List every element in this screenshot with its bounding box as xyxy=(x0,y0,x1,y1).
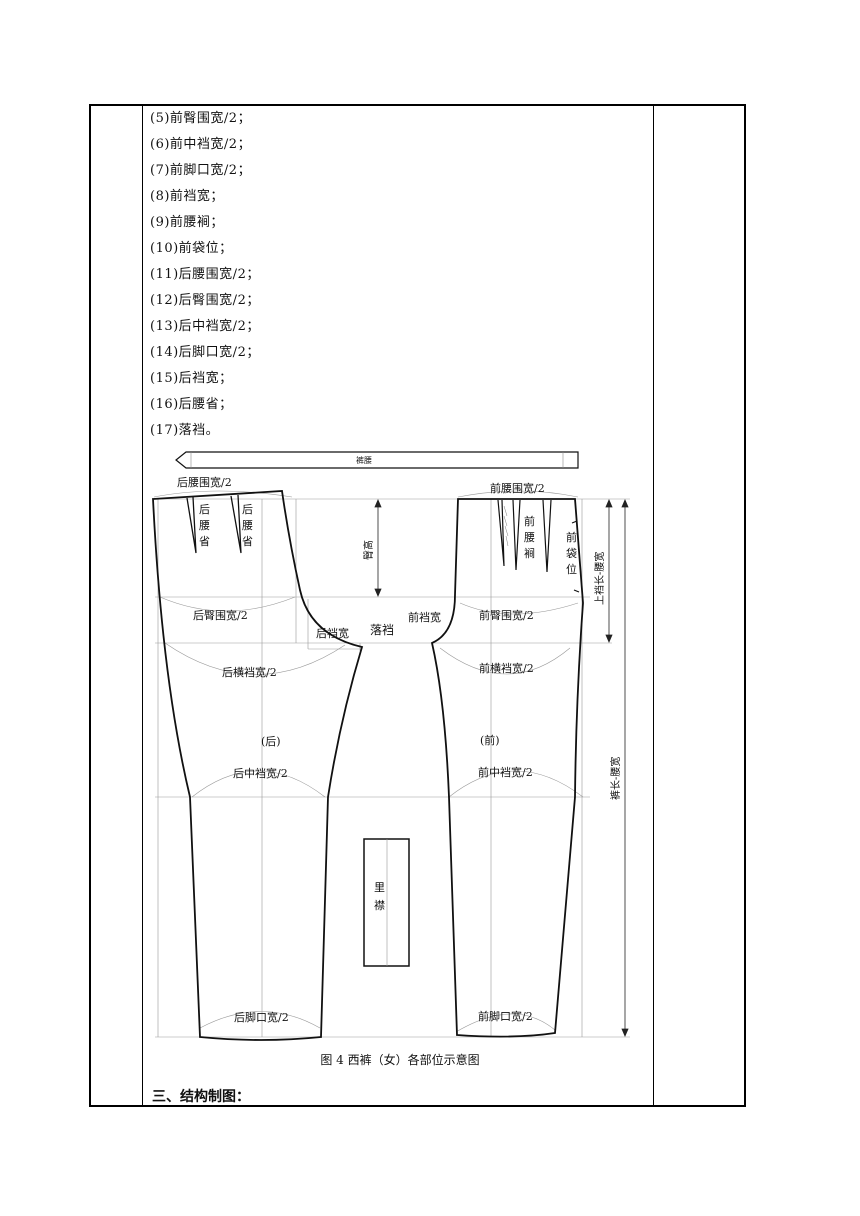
back-waist-label: 后腰围宽/2 xyxy=(177,475,232,489)
front-pocket-label-2: 袋 xyxy=(566,546,577,560)
crotch-drop-label: 落裆 xyxy=(370,623,394,637)
part-list: (5)前臀围宽/2； (6)前中裆宽/2； (7)前脚口宽/2； (8)前裆宽；… xyxy=(150,106,260,444)
list-item: (11)后腰围宽/2； xyxy=(150,267,260,282)
front-pleats xyxy=(497,499,552,573)
dimension-lines xyxy=(374,498,629,1038)
outline-table xyxy=(89,104,746,1107)
back-crotch-label: 后裆宽 xyxy=(316,626,349,640)
back-dart-label-6: 省 xyxy=(242,535,253,548)
fly-piece xyxy=(363,838,410,967)
pleat-hatching xyxy=(503,505,509,547)
back-hip-label: 后臀围宽/2 xyxy=(193,608,248,622)
list-item: (6)前中裆宽/2； xyxy=(150,137,252,152)
front-pocket-label-1: 前 xyxy=(566,530,577,544)
front-piece-outline xyxy=(430,498,584,1038)
front-pleat-label-3: 裥 xyxy=(524,547,535,560)
length-label: 裤长-腰宽 xyxy=(609,757,622,800)
list-item: (8)前裆宽； xyxy=(150,189,224,204)
front-hem-label: 前脚口宽/2 xyxy=(478,1009,533,1023)
diagram-labels: 裤腰 后腰围宽/2 前腰围宽/2 后 腰 省 后 腰 省 前 腰 裥 前 袋 位… xyxy=(177,455,622,1024)
back-dart-label-3: 省 xyxy=(199,535,210,548)
waistband-label: 裤腰 xyxy=(356,455,372,465)
back-darts xyxy=(186,494,242,554)
back-thigh-label: 后横裆宽/2 xyxy=(222,665,277,679)
front-hip-label: 前臀围宽/2 xyxy=(479,608,534,622)
back-piece-label: (后) xyxy=(261,735,281,748)
list-item: (7)前脚口宽/2； xyxy=(150,163,252,178)
rise-label: 上裆长-腰宽 xyxy=(593,552,606,605)
waistband xyxy=(175,451,579,469)
back-dart-label-1: 后 xyxy=(199,503,210,516)
back-piece-outline xyxy=(152,490,364,1041)
front-crotch-label: 前裆宽 xyxy=(408,610,441,624)
list-item: (15)后裆宽； xyxy=(150,371,233,386)
hip-height-label: 臀高 xyxy=(362,540,375,560)
fly-label-2: 襟 xyxy=(374,899,385,912)
front-pleat-label-1: 前 xyxy=(524,514,535,528)
back-hem-label: 后脚口宽/2 xyxy=(234,1010,289,1024)
front-thigh-label: 前横裆宽/2 xyxy=(479,661,534,675)
figure-caption: 图 4 西裤（女）各部位示意图 xyxy=(320,1053,480,1067)
front-piece-label: (前) xyxy=(480,733,500,747)
fly-label-1: 里 xyxy=(374,881,385,894)
list-item: (17)落裆。 xyxy=(150,423,220,438)
table-column-divider-left xyxy=(142,106,143,1105)
list-item: (5)前臀围宽/2； xyxy=(150,111,252,126)
list-item: (12)后臀围宽/2； xyxy=(150,293,260,308)
back-dart-label-5: 腰 xyxy=(242,519,253,532)
trousers-pattern-diagram: 裤腰 后腰围宽/2 前腰围宽/2 后 腰 省 后 腰 省 前 腰 裥 前 袋 位… xyxy=(150,448,640,1044)
front-pocket-label-3: 位 xyxy=(566,562,577,576)
back-knee-label: 后中裆宽/2 xyxy=(233,766,288,780)
back-dart-label-2: 腰 xyxy=(199,519,210,532)
list-item: (9)前腰裥； xyxy=(150,215,224,230)
back-dart-label-4: 后 xyxy=(242,503,253,516)
front-knee-label: 前中裆宽/2 xyxy=(478,765,533,779)
pocket-mark xyxy=(571,520,580,593)
front-waist-label: 前腰围宽/2 xyxy=(490,481,545,495)
front-pleat-label-2: 腰 xyxy=(524,531,535,544)
section-title: 三、结构制图： xyxy=(152,1089,250,1105)
list-item: (16)后腰省； xyxy=(150,397,233,412)
list-item: (10)前袋位； xyxy=(150,241,233,256)
list-item: (13)后中裆宽/2； xyxy=(150,319,260,334)
construction-lines xyxy=(153,490,630,1038)
list-item: (14)后脚口宽/2； xyxy=(150,345,260,360)
table-column-divider-right xyxy=(653,106,654,1105)
